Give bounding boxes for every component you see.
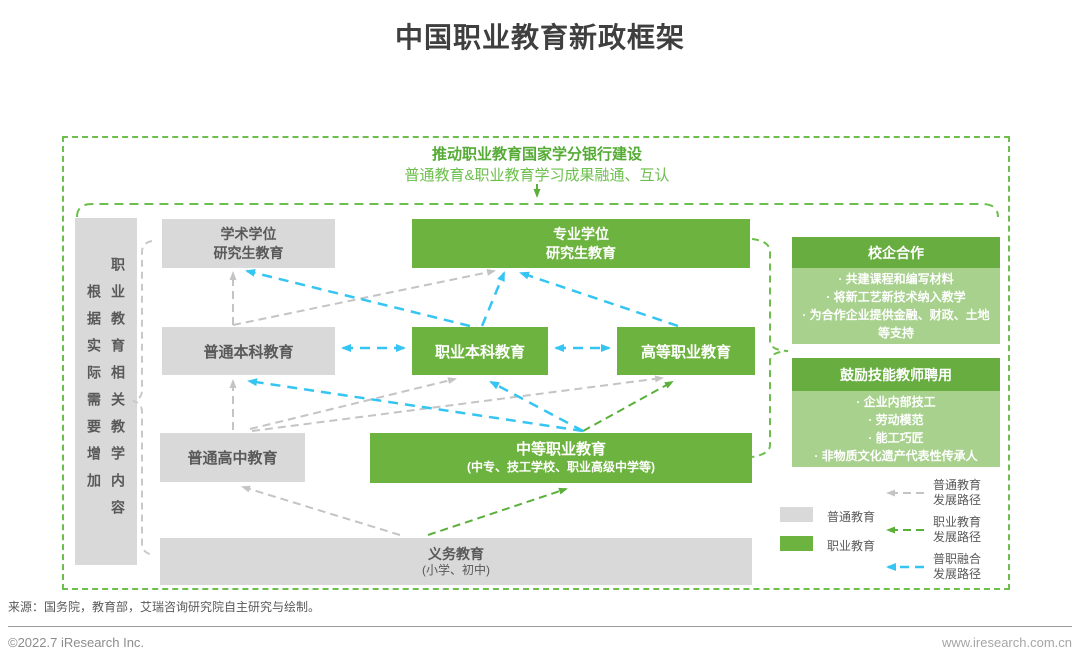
page-title: 中国职业教育新政框架 bbox=[394, 22, 685, 53]
panel-skilled-teacher-hiring: 鼓励技能教师聘用 企业内部技工 劳动模范 能工巧匠 非物质文化遗产代表性传承人 bbox=[792, 358, 1000, 467]
legend-path-general-line1: 普通教育 bbox=[933, 478, 982, 492]
box-professional-graduate: 专业学位 研究生教育 bbox=[412, 219, 750, 268]
panel-item: 共建课程和编写材料 bbox=[800, 270, 992, 288]
legend-swatch-general-education bbox=[780, 507, 813, 522]
panel-school-enterprise-body: 共建课程和编写材料 将新工艺新技术纳入教学 为合作企业提供金融、财政、土地等支持 bbox=[792, 268, 1000, 344]
box-vocational-undergraduate: 职业本科教育 bbox=[412, 327, 548, 375]
box-compulsory-education: 义务教育 (小学、初中) bbox=[160, 538, 752, 585]
outer-dashed-frame bbox=[62, 136, 1010, 590]
box-academic-graduate-line1: 学术学位 bbox=[220, 226, 277, 243]
legend-swatch-vocational-education bbox=[780, 536, 813, 551]
panel-item: 非物质文化遗产代表性传承人 bbox=[800, 447, 992, 465]
box-academic-graduate-line2: 研究生教育 bbox=[213, 244, 284, 261]
legend-label-general-education: 普通教育 bbox=[827, 510, 876, 524]
legend-path-integration: 普职融合 发展路径 bbox=[933, 552, 981, 582]
panel-school-enterprise-cooperation: 校企合作 共建课程和编写材料 将新工艺新技术纳入教学 为合作企业提供金融、财政、… bbox=[792, 237, 1000, 344]
legend-path-integration-line2: 发展路径 bbox=[933, 567, 982, 581]
box-higher-vocational: 高等职业教育 bbox=[617, 327, 755, 375]
panel-skilled-teacher-title: 鼓励技能教师聘用 bbox=[792, 358, 1000, 391]
box-regular-undergraduate-label: 普通本科教育 bbox=[203, 343, 294, 361]
box-academic-graduate: 学术学位 研究生教育 bbox=[162, 219, 335, 268]
banner-credit-bank: 推动职业教育国家学分银行建设 bbox=[431, 146, 642, 163]
footer-divider bbox=[8, 626, 1072, 627]
footer-url: www.iresearch.com.cn bbox=[941, 635, 1072, 650]
legend-path-vocational-line2: 发展路径 bbox=[933, 530, 982, 544]
panel-school-enterprise-title: 校企合作 bbox=[792, 237, 1000, 268]
left-note-col-right: 职业教育相关教学内容 bbox=[110, 256, 126, 527]
panel-item: 将新工艺新技术纳入教学 bbox=[800, 288, 992, 306]
panel-item: 劳动模范 bbox=[800, 411, 992, 429]
box-compulsory-line1: 义务教育 bbox=[428, 545, 484, 562]
box-secondary-vocational: 中等职业教育 (中专、技工学校、职业高级中学等) bbox=[370, 433, 752, 483]
legend-path-general-line2: 发展路径 bbox=[933, 493, 982, 507]
box-higher-vocational-label: 高等职业教育 bbox=[640, 343, 731, 361]
box-secondary-vocational-line1: 中等职业教育 bbox=[515, 441, 606, 459]
box-professional-graduate-line2: 研究生教育 bbox=[546, 244, 616, 261]
box-regular-high-school: 普通高中教育 bbox=[160, 433, 305, 482]
panel-item: 为合作企业提供金融、财政、土地等支持 bbox=[800, 306, 992, 342]
legend-path-integration-line1: 普职融合 bbox=[933, 552, 982, 566]
legend-label-vocational-education: 职业教育 bbox=[827, 539, 876, 553]
panel-item: 能工巧匠 bbox=[800, 429, 992, 447]
source-note: 来源：国务院，教育部，艾瑞咨询研究院自主研究与绘制。 bbox=[8, 600, 321, 614]
legend-path-vocational-line1: 职业教育 bbox=[933, 515, 982, 529]
footer-copyright: ©2022.7 iResearch Inc. bbox=[8, 635, 145, 650]
box-compulsory-line2: (小学、初中) bbox=[422, 562, 490, 577]
legend-path-general: 普通教育 发展路径 bbox=[933, 478, 981, 508]
left-note-col-left: 根据实际需要增加 bbox=[86, 283, 102, 500]
box-regular-undergraduate: 普通本科教育 bbox=[162, 327, 335, 375]
legend-path-vocational: 职业教育 发展路径 bbox=[933, 515, 981, 545]
box-secondary-vocational-line2: (中专、技工学校、职业高级中学等) bbox=[467, 459, 655, 474]
banner-mutual-recognition: 普通教育&职业教育学习成果融通、互认 bbox=[404, 167, 670, 184]
box-regular-high-school-label: 普通高中教育 bbox=[187, 450, 278, 467]
box-vocational-undergraduate-label: 职业本科教育 bbox=[434, 343, 525, 361]
box-professional-graduate-line1: 专业学位 bbox=[553, 226, 609, 243]
left-vertical-note: 根据实际需要增加 职业教育相关教学内容 bbox=[75, 218, 137, 565]
panel-item: 企业内部技工 bbox=[800, 393, 992, 411]
panel-skilled-teacher-body: 企业内部技工 劳动模范 能工巧匠 非物质文化遗产代表性传承人 bbox=[792, 391, 1000, 467]
